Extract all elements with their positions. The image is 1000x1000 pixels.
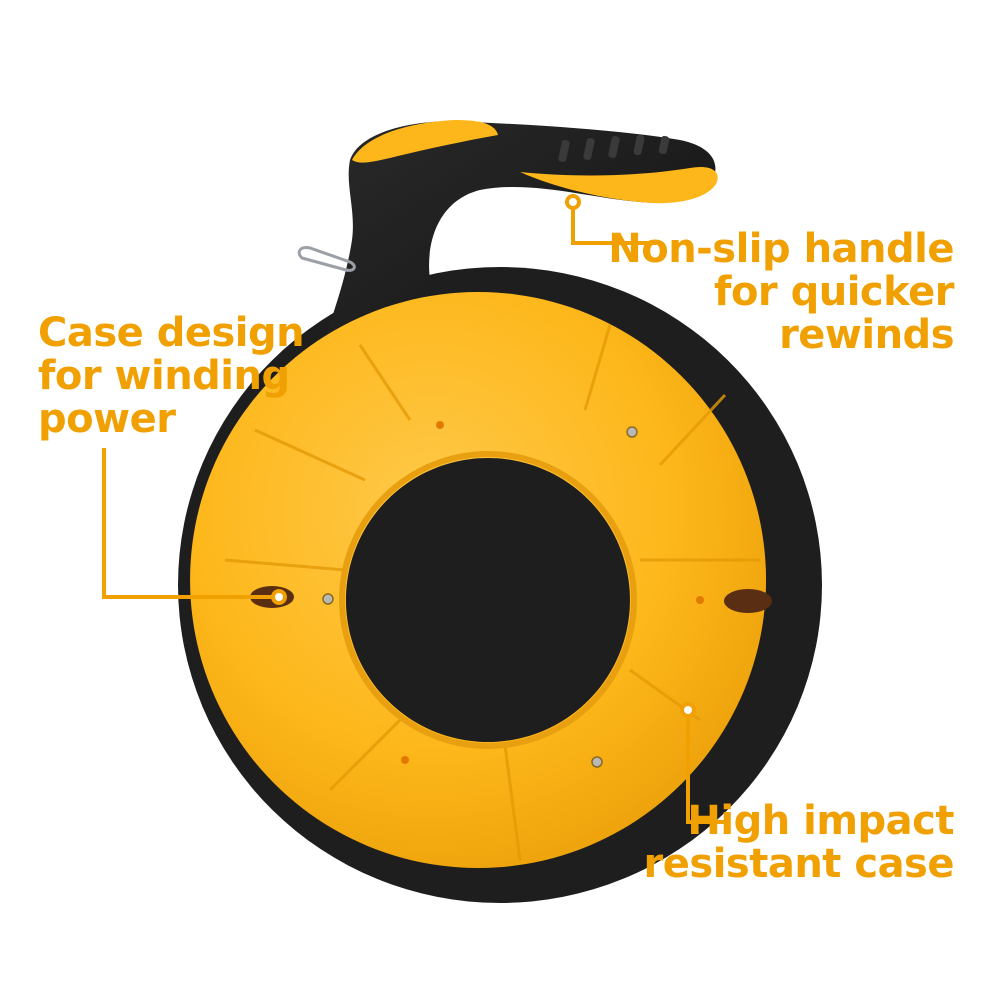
callout-leaders bbox=[102, 203, 724, 824]
case-inner-rim bbox=[339, 451, 637, 749]
callout-case-design: Case design for winding power bbox=[38, 310, 305, 442]
leader-handle bbox=[571, 203, 656, 245]
dot-handle bbox=[565, 194, 581, 210]
leader-case-design bbox=[102, 448, 272, 599]
case-holes bbox=[401, 421, 704, 764]
dot-impact bbox=[680, 702, 696, 718]
case-panel-lines bbox=[224, 324, 760, 861]
leader-impact bbox=[686, 710, 724, 824]
dot-case-design bbox=[271, 589, 287, 605]
wire-clip bbox=[297, 246, 356, 272]
callout-handle: Non-slip handle for quicker rewinds bbox=[608, 226, 954, 358]
tape-window-right bbox=[724, 589, 772, 613]
handle-top-grip bbox=[352, 120, 498, 163]
callout-impact: High impact resistant case bbox=[643, 798, 955, 887]
reel-front-case bbox=[190, 292, 767, 868]
case-screws bbox=[322, 426, 638, 768]
handle-bottom-grip bbox=[520, 166, 718, 204]
callout-dots bbox=[271, 194, 696, 718]
grip-ridges bbox=[558, 134, 670, 163]
